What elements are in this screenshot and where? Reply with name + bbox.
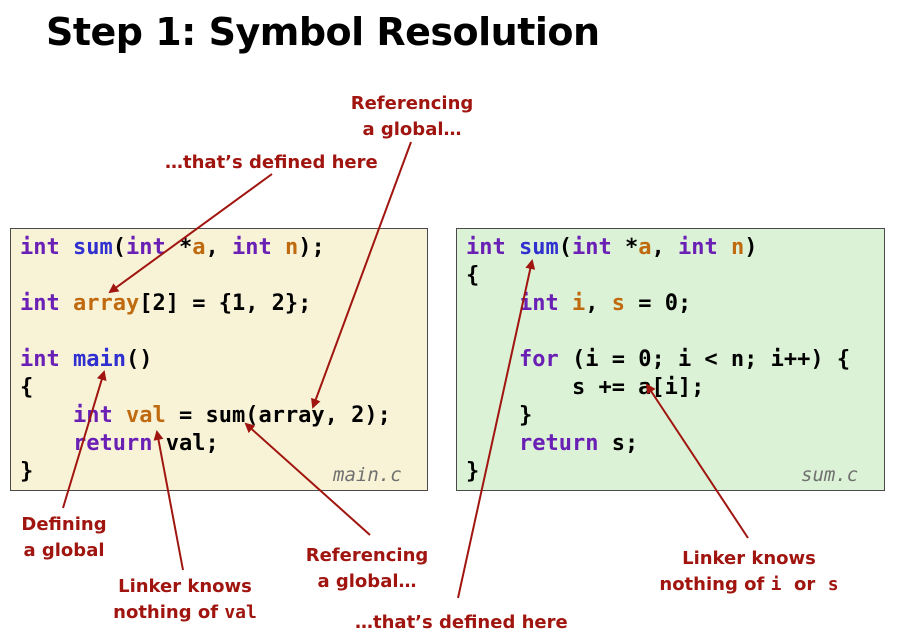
code-token: } (20, 459, 34, 484)
code-line: int i, s = 0; (466, 291, 691, 316)
annotation-linker-i-s: Linker knows nothing of i or s (659, 548, 839, 595)
code-token: * (611, 235, 639, 260)
arrow-to-sum-call (244, 422, 371, 536)
code-line: } (20, 459, 33, 484)
annotation-referencing-bottom: Referencing a global… (305, 545, 429, 592)
code-line: { (466, 263, 479, 288)
code-token: ) (744, 235, 758, 260)
code-token: int (232, 235, 272, 260)
main-c-filename: main.c (333, 464, 402, 486)
code-token: ); (298, 235, 325, 260)
code-token: s (611, 291, 625, 316)
code-line: return val; (20, 431, 219, 456)
code-token: sum (519, 235, 559, 260)
annotation-defined-here-bottom: …that’s defined here (355, 612, 568, 633)
code-token: } (466, 403, 533, 428)
code-line: } (466, 459, 479, 484)
code-token: return (72, 431, 153, 456)
code-token: int (466, 235, 506, 260)
arrow-to-main-definition (62, 370, 107, 509)
code-line: int val = sum(array, 2); (20, 403, 391, 428)
annotation-defined-here-top: …that’s defined here (165, 152, 378, 173)
code-token: n (731, 235, 745, 260)
code-token: , (651, 235, 678, 260)
code-line: int main() (20, 347, 152, 372)
code-token: n (285, 235, 299, 260)
code-token: = 0; (624, 291, 692, 316)
arrow-to-array-definition (108, 173, 273, 294)
code-token: = sum(array, 2); (165, 403, 391, 428)
code-token: main (73, 347, 126, 372)
main-c-code: int sum( int *a, int n); int array[2] = {… (20, 234, 391, 486)
code-token: [2] = {1, 2}; (139, 291, 312, 316)
code-token: a (192, 235, 206, 260)
code-token: sum (73, 235, 113, 260)
code-token: a (638, 235, 652, 260)
code-token: { (20, 375, 34, 400)
code-token: ( (558, 235, 572, 260)
code-token: (i = 0; i < n; i++) { (558, 347, 851, 372)
annotation-referencing-top: Referencing a global… (350, 93, 474, 140)
code-line: { (20, 375, 33, 400)
code-token: val (125, 403, 166, 428)
slide-title: Step 1: Symbol Resolution (46, 10, 600, 54)
code-token: int (678, 235, 718, 260)
main-c-code-box: int sum( int *a, int n); int array[2] = {… (10, 228, 428, 491)
code-token: for (518, 347, 559, 372)
code-token: } (466, 459, 480, 484)
code-token: s; (598, 431, 639, 456)
code-token: ( (112, 235, 126, 260)
code-line: int sum(int *a, int n) (466, 235, 758, 260)
code-token: return (518, 431, 599, 456)
code-token: { (466, 263, 480, 288)
arrow-to-sum-reference (311, 141, 412, 409)
code-token: * (165, 235, 193, 260)
code-token: int (20, 291, 60, 316)
code-token: array (73, 291, 140, 316)
code-token: int (20, 347, 60, 372)
code-token: int (572, 235, 612, 260)
code-line: } (466, 403, 532, 428)
code-line: return s; (466, 431, 638, 456)
code-line: for (i = 0; i < n; i++) { (466, 347, 850, 372)
annotation-defining-global: Defining a global (21, 514, 107, 561)
sum-c-filename: sum.c (801, 464, 859, 486)
code-token: i (571, 291, 586, 316)
code-line: int array[2] = {1, 2}; (20, 291, 311, 316)
arrow-to-sum-definition (457, 259, 536, 599)
code-token: val; (152, 431, 219, 456)
code-token: , (205, 235, 232, 260)
code-line: int sum(int *a, int n); (20, 235, 325, 260)
code-token: int (518, 291, 559, 316)
code-token: () (125, 347, 153, 372)
annotation-linker-val: Linker knows nothing of val (113, 576, 257, 623)
code-token: , (585, 291, 612, 316)
arrow-to-val-reference (153, 430, 184, 571)
arrow-to-i-reference (645, 383, 749, 539)
code-token: int (20, 235, 60, 260)
